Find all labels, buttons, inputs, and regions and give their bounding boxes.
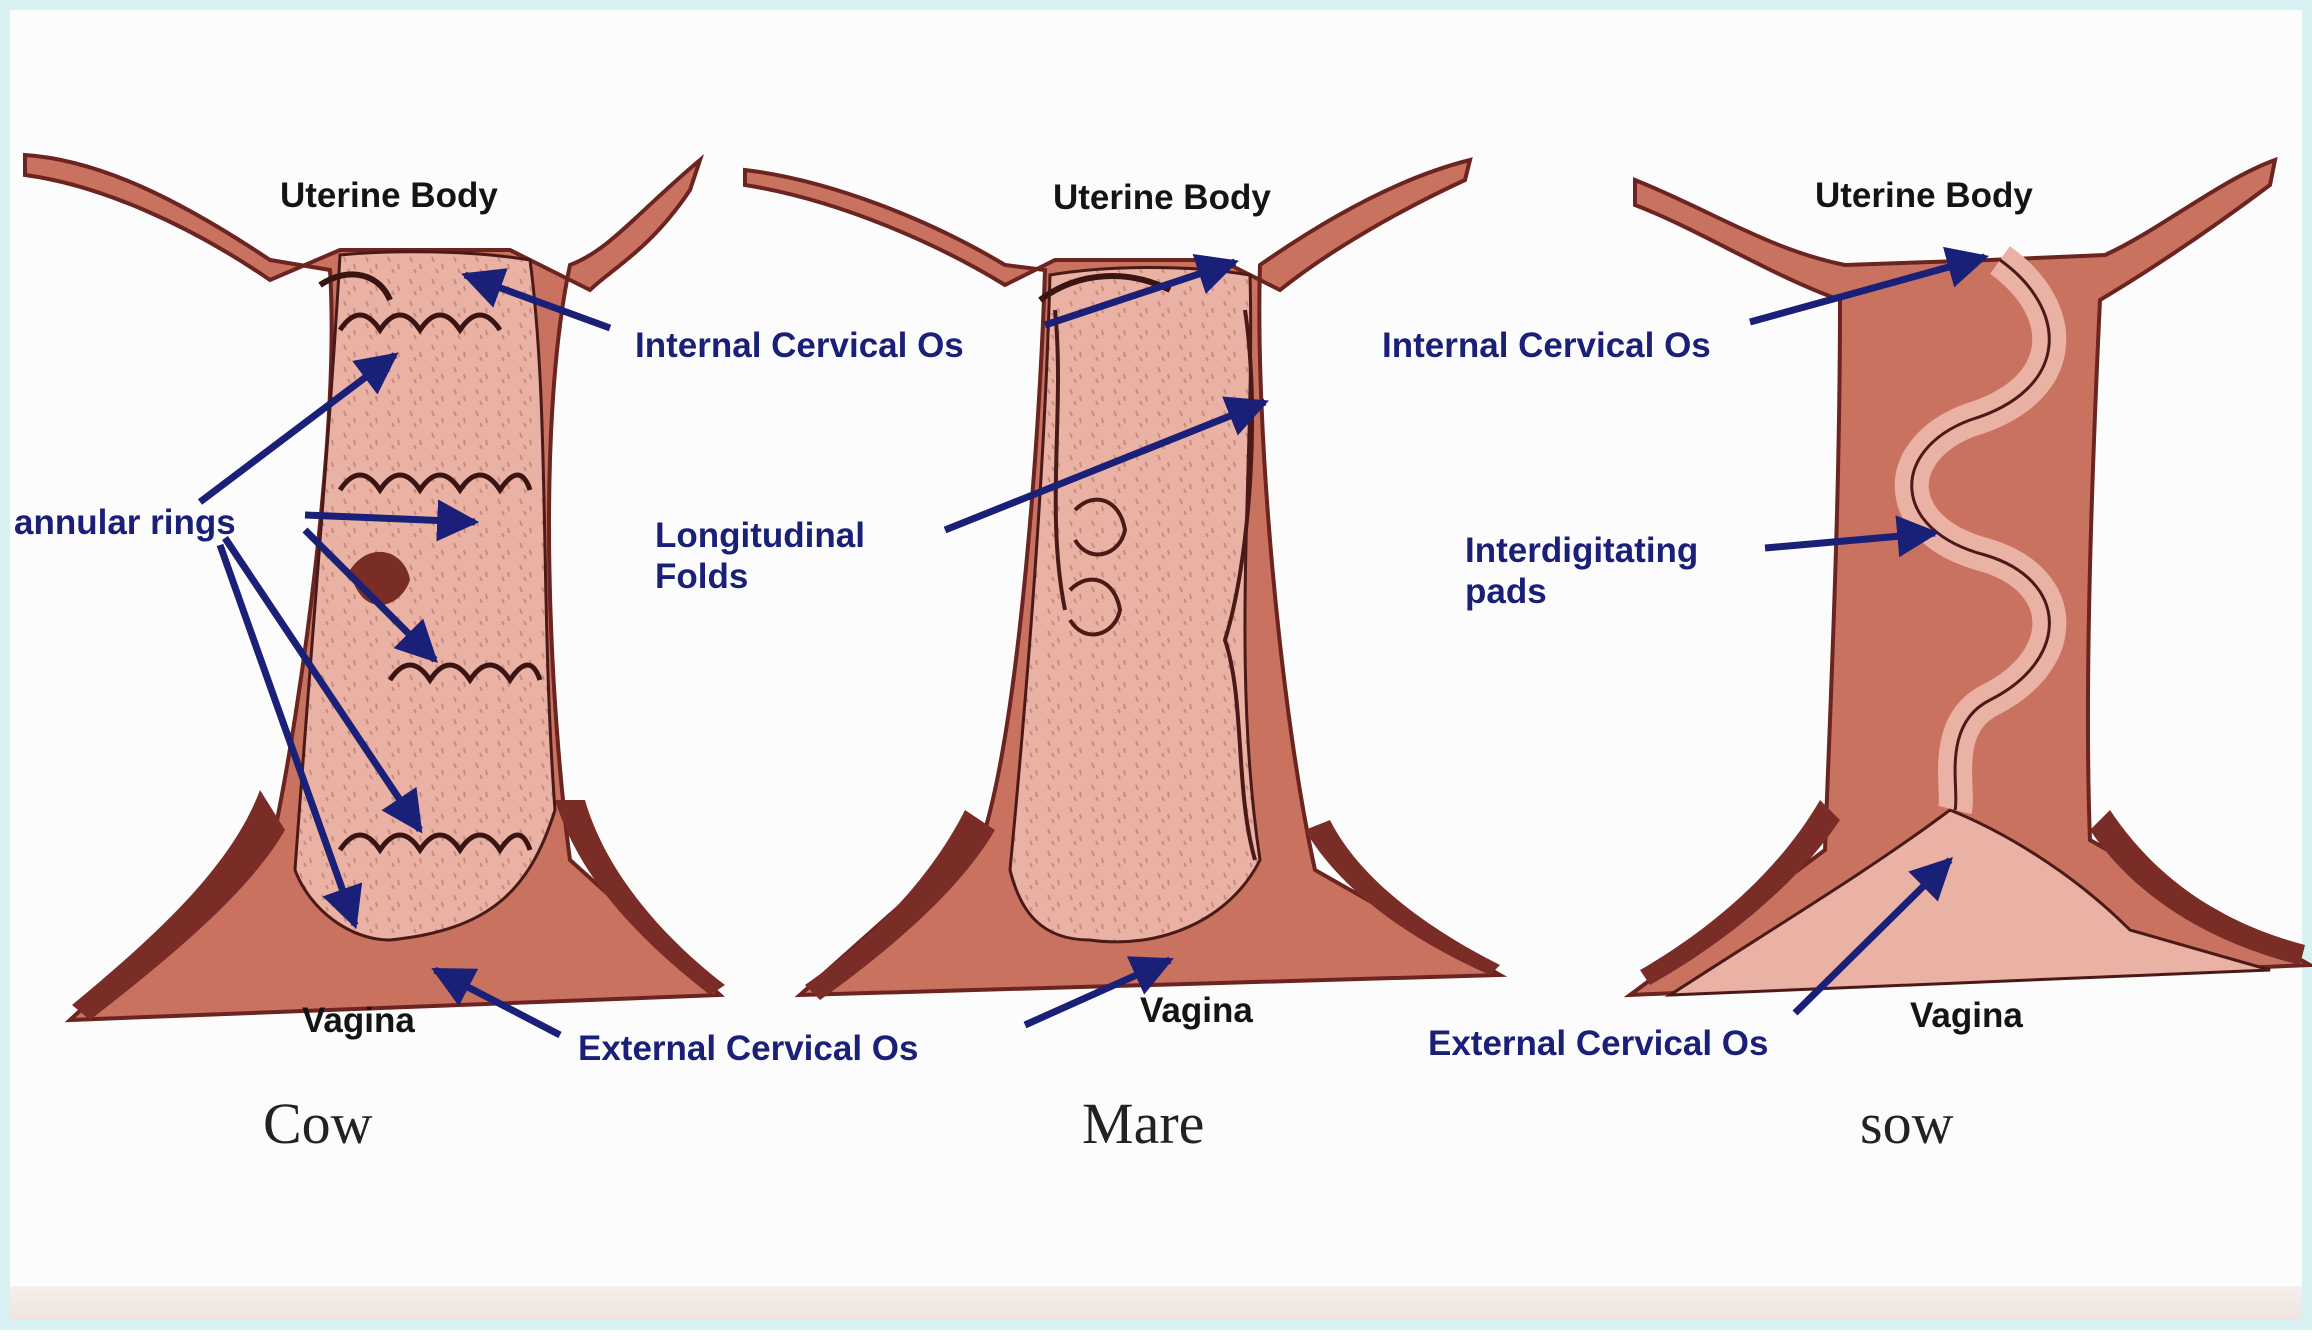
mare-longitudinal-folds-label-line1: Longitudinal — [655, 515, 865, 556]
cow-cervix — [25, 155, 725, 1020]
mare-longitudinal-folds-label-line2: Folds — [655, 556, 748, 597]
sow-internal-cervical-os-label: Internal Cervical Os — [1382, 325, 1711, 366]
mare-species-caption: Mare — [1082, 1090, 1204, 1157]
sow-uterine-body-label: Uterine Body — [1815, 175, 2033, 216]
mare-cervix — [745, 160, 1500, 1000]
sow-external-cervical-os-label: External Cervical Os — [1428, 1023, 1768, 1064]
mare-vagina-label: Vagina — [1140, 990, 1253, 1031]
sow-cervix — [1630, 160, 2310, 995]
mare-uterine-body-label: Uterine Body — [1053, 177, 1271, 218]
mare-lumen — [1010, 268, 1260, 942]
cow-internal-cervical-os-label: Internal Cervical Os — [635, 325, 964, 366]
cow-species-caption: Cow — [263, 1090, 373, 1157]
mare-external-cervical-os-label: External Cervical Os — [578, 1028, 918, 1069]
cow-vagina-label: Vagina — [302, 1000, 415, 1041]
sow-species-caption: sow — [1860, 1090, 1953, 1157]
sow-interdigitating-pads-label-line2: pads — [1465, 571, 1547, 612]
cow-annular-rings-label: annular rings — [14, 502, 236, 543]
sow-vagina-label: Vagina — [1910, 995, 2023, 1036]
cow-uterine-body-label: Uterine Body — [280, 175, 498, 216]
sow-interdigitating-pads-label-line1: Interdigitating — [1465, 530, 1698, 571]
